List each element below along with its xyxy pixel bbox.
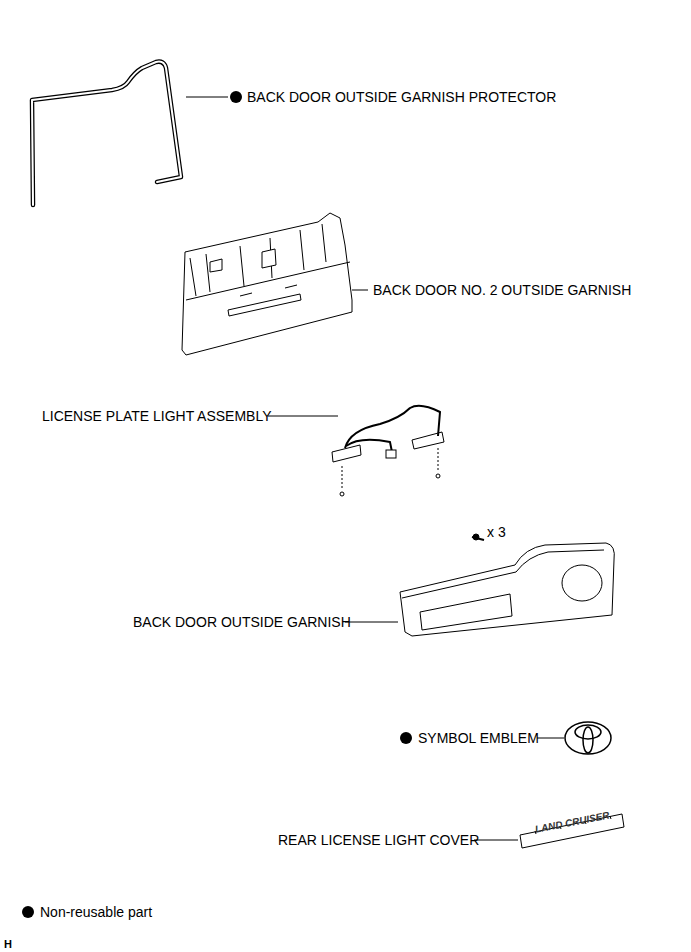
no2-garnish [182, 213, 352, 355]
part-name: BACK DOOR OUTSIDE GARNISH PROTECTOR [247, 89, 556, 105]
emblem [565, 722, 611, 754]
outside-garnish [400, 534, 614, 636]
legend-text: Non-reusable part [40, 904, 152, 920]
protector-wire [32, 62, 181, 205]
part-name: LICENSE PLATE LIGHT ASSEMBLY [42, 408, 272, 424]
part-name: BACK DOOR OUTSIDE GARNISH [133, 614, 351, 630]
figure-code: H [4, 936, 12, 952]
part-name: REAR LICENSE LIGHT COVER [278, 832, 479, 848]
quantity-label: x 3 [487, 524, 506, 540]
part-name: BACK DOOR NO. 2 OUTSIDE GARNISH [373, 282, 631, 298]
legend-swatch [22, 906, 34, 918]
license-light [332, 406, 444, 496]
part-name: SYMBOL EMBLEM [418, 730, 539, 746]
